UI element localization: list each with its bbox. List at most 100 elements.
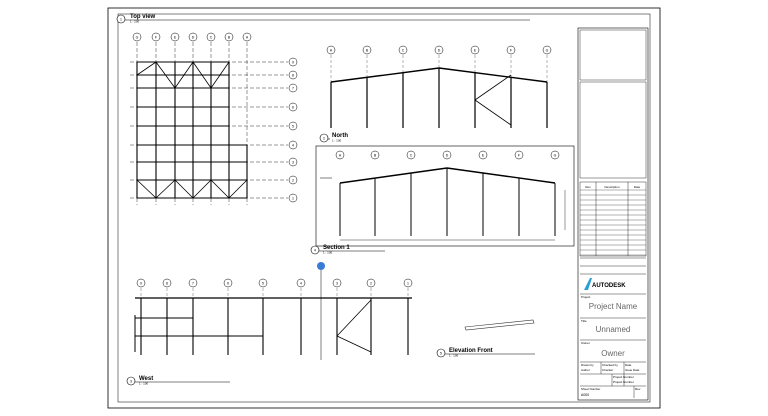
north-elevation[interactable]: A B C D E F G [326,45,552,128]
grid-bubble[interactable]: 2 [288,175,298,185]
grid-bubble[interactable]: G [542,45,552,55]
grid-bubble[interactable]: 5 [288,121,298,131]
drawing-line [336,335,372,353]
grid-bubble[interactable]: D [442,150,452,160]
revision-table [579,181,647,257]
grid-label: D [446,153,449,157]
grid-label: E [482,153,485,157]
grid-bubble[interactable]: E [478,150,488,160]
grid-bubble[interactable]: A [326,45,336,55]
grid-bubble[interactable]: 1 [403,278,413,288]
west-elevation[interactable]: 9 8 7 6 5 4 3 2 1 [134,278,413,355]
drawn-by-label: Drawn by [581,363,594,367]
sheet-number-label: Sheet Number [581,387,600,391]
rev-label: Rev [635,387,641,391]
grid-bubble[interactable]: 3 [288,157,298,167]
grid-bubble[interactable]: E [470,45,480,55]
grid-label: F [510,48,512,52]
grid-label: 1 [407,281,409,285]
grid-bubble[interactable]: D [188,32,198,42]
date: Issue Date [625,368,640,372]
view-title: Elevation Front [449,348,493,354]
drawing-line [474,74,512,101]
grid-bubble[interactable]: 9 [136,278,146,288]
grid-label: 6 [227,281,229,285]
drawing-line [339,167,448,184]
revision-header: Rev [585,185,591,189]
grid-label: 8 [292,73,294,77]
sheet-border [107,7,661,409]
grid-bubble[interactable]: D [434,45,444,55]
grid-bubble[interactable]: F [151,32,161,42]
grid-bubble[interactable]: B [224,32,234,42]
grid-bubble[interactable]: 7 [288,83,298,93]
grid-bubble[interactable]: F [514,150,524,160]
grid-label: G [136,35,139,39]
section-frame [315,145,575,247]
grid-label: A [330,48,333,52]
grid-bubble[interactable]: 3 [332,278,342,288]
grid-bubble[interactable]: G [132,32,142,42]
grid-label: 8 [166,281,168,285]
drawing-line [155,61,176,89]
section-1-view[interactable]: A B C D E F G [315,145,575,360]
drawing-line [210,179,230,199]
grid-bubble[interactable]: 6 [223,278,233,288]
grid-bubble[interactable]: C [206,32,216,42]
grid-bubble[interactable]: 6 [288,102,298,112]
view-title: North [332,133,348,139]
grid-bubble[interactable]: C [398,45,408,55]
company-logo-text: AUTODESK [592,283,626,289]
grid-label: 1 [292,196,294,200]
grid-bubble[interactable]: 4 [288,140,298,150]
grid-label: 7 [192,281,194,285]
drawing-line [174,179,194,199]
view-title: Section 1 [323,245,350,251]
grid-bubble[interactable]: 7 [188,278,198,288]
view-scale: 1 : 100 [332,139,342,143]
grid-bubble[interactable]: C [406,150,416,160]
grid-bubble[interactable]: A [335,150,345,160]
view-scale: 1 : 100 [139,382,149,386]
grid-bubble[interactable]: G [550,150,560,160]
grid-bubble[interactable]: 4 [296,278,306,288]
section-marker-icon[interactable] [317,262,325,270]
grid-bubble[interactable]: B [362,45,372,55]
grid-bubble[interactable]: 1 [288,193,298,203]
view-number: 5 [440,352,442,356]
grid-label: 5 [262,281,264,285]
grid-label: A [246,35,249,39]
drawing-line [228,179,248,199]
grid-bubble[interactable]: 8 [288,70,298,80]
sheet-number: A000 [581,393,589,397]
drawing-line [438,67,548,83]
grid-bubble[interactable]: 9 [288,57,298,67]
grid-label: 5 [292,124,294,128]
sheet-title: Unnamed [596,325,631,334]
grid-bubble[interactable]: E [170,32,180,42]
grid-bubble[interactable]: 8 [162,278,172,288]
drawn-by: Author [581,368,590,372]
elevation-front-view[interactable] [464,319,535,331]
grid-label: 6 [292,105,294,109]
drawing-line [474,99,512,126]
drawing-line [192,61,212,89]
grid-bubble[interactable]: 2 [366,278,376,288]
grid-bubble[interactable]: B [370,150,380,160]
inner-frame [117,13,651,403]
view-scale: 1 : 100 [449,354,459,358]
grid-label: G [546,48,549,52]
grid-label: 4 [292,143,294,147]
project-number: Project Number [613,380,634,384]
grid-label: C [402,48,405,52]
grid-bubble[interactable]: F [506,45,516,55]
grid-bubble[interactable]: A [242,32,252,42]
grid-label: 7 [292,86,294,90]
grid-bubble[interactable]: 5 [258,278,268,288]
